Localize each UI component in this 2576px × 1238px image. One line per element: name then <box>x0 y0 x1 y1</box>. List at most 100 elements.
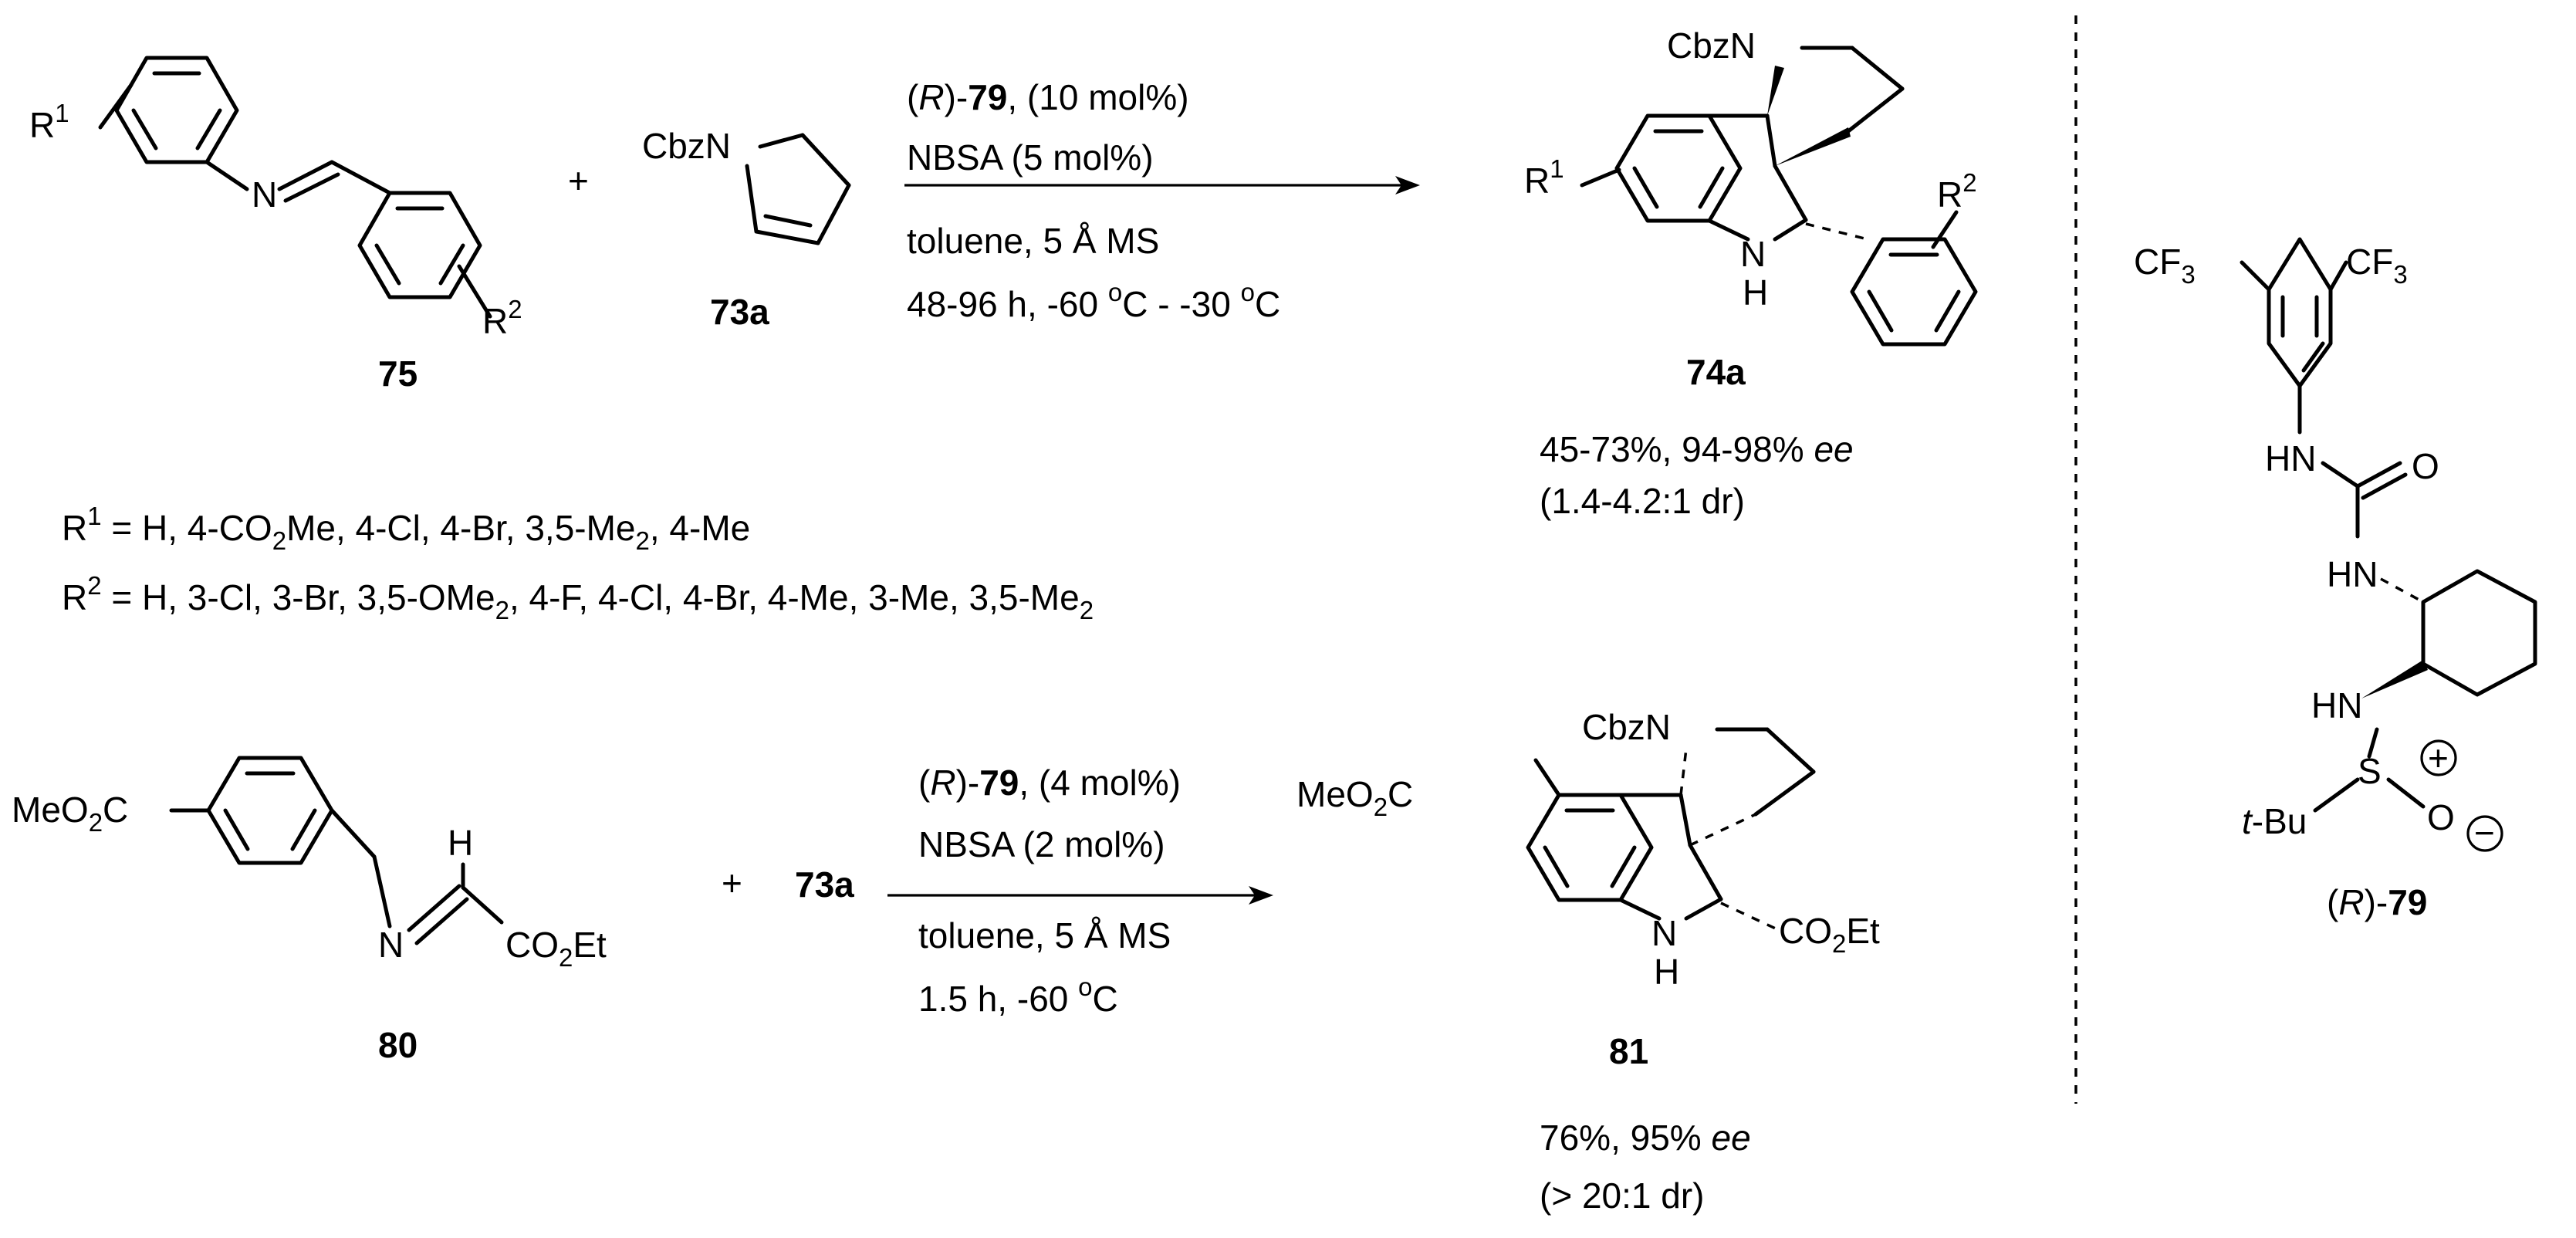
p2-c4-c3a <box>1688 843 1723 901</box>
substrate-80: MeO2C N H CO2Et 80 <box>12 756 607 1065</box>
enamine-ref-73a: 73a <box>795 864 854 905</box>
s80-c-n <box>330 808 377 859</box>
r2-label: R2 <box>482 295 522 341</box>
cat-o-carbonyl: O <box>2412 446 2439 486</box>
p2-nh-h: H <box>1654 952 1679 992</box>
scope-r2: R2 = H, 3-Cl, 3-Br, 3,5-OMe2, 4-F, 4-Cl,… <box>62 571 1094 624</box>
scope-r1: R1 = H, 4-CO2Me, 4-Cl, 4-Br, 3,5-Me2, 4-… <box>62 502 750 555</box>
p2-aryl-double-3 <box>1543 845 1570 888</box>
p1-aryl-double-2 <box>1698 166 1725 209</box>
p1-r1-bond <box>1580 167 1621 188</box>
cond2-acid: NBSA (2 mol%) <box>918 824 1165 864</box>
p2-ester-right: CO2Et <box>1779 911 1880 958</box>
enamine-cbzn: CbzN <box>642 126 731 166</box>
p2-ester-bond <box>1533 758 1561 797</box>
cat-o: O <box>2427 797 2455 837</box>
cat-co-double-a <box>2355 461 2402 489</box>
product1-cbzn: CbzN <box>1667 25 1756 66</box>
cat-cf3-right: CF3 <box>2346 242 2408 289</box>
cat-cf3-left: CF3 <box>2134 242 2196 289</box>
cond2-catalyst: (R)-79, (4 mol%) <box>918 763 1181 803</box>
p1-nh-c4 <box>1773 218 1808 242</box>
plus-sign-1: + <box>568 161 589 201</box>
p1-aryl-double-3 <box>1632 166 1659 209</box>
enamine-c3-c4 <box>816 183 851 245</box>
conditions-1: (R)-79, (10 mol%) NBSA (5 mol%) toluene,… <box>904 77 1420 324</box>
p1-phenyl-ring <box>1850 237 1978 347</box>
p2-aryl-double-2 <box>1610 845 1637 888</box>
p1-c-nh <box>1707 218 1750 242</box>
substrate-75: R1 N R2 75 <box>29 56 522 394</box>
compound-label-73a: 73a <box>710 292 769 332</box>
cat-hn-middle: HN <box>2327 554 2378 594</box>
r1-bond <box>98 83 134 130</box>
p1-r1-label: R1 <box>1524 154 1564 201</box>
r2-bond <box>457 264 492 319</box>
p1-phenyl-double-2 <box>1934 289 1961 333</box>
compound-label-74a: 74a <box>1686 352 1746 392</box>
cat-hn-upper: HN <box>2265 438 2316 479</box>
aniline-ring-double-3 <box>131 108 158 151</box>
benzylidene-ring <box>357 191 482 299</box>
r1-label: R1 <box>29 99 69 145</box>
cat-cf3-right-bond <box>2328 260 2348 292</box>
s80-imine-double-a <box>407 884 461 932</box>
imine-n: N <box>252 174 277 215</box>
p2-hash-c4-ester <box>1720 901 1780 932</box>
p2-hash-c3a <box>1689 813 1756 847</box>
p1-r2-bond <box>1931 210 1959 249</box>
enamine-c4-c5 <box>800 133 851 188</box>
cat-nh-co <box>2321 461 2360 489</box>
cat-cf3-left-bond <box>2240 260 2271 292</box>
p2-c9b-c3a <box>1678 793 1692 847</box>
cat-wedge-nh <box>2361 660 2428 698</box>
cat-aryl-ring <box>2267 237 2333 388</box>
p2-ch2-ch2 <box>1765 727 1816 774</box>
cat-label: (R)-79 <box>2327 882 2427 922</box>
ch-ph-bond <box>330 160 392 195</box>
s80-ring <box>206 756 334 865</box>
compound-label-75: 75 <box>378 353 418 394</box>
enamine-c2-c3-double-a <box>754 229 820 245</box>
cat-o-charge-ring <box>2466 815 2503 852</box>
cond2-temp: 1.5 h, -60 oC <box>918 972 1118 1019</box>
cat-s: S <box>2358 751 2382 791</box>
p1-hashed-c4-ph <box>1805 222 1868 241</box>
cond1-solvent: toluene, 5 Å MS <box>907 221 1159 261</box>
cond2-solvent: toluene, 5 Å MS <box>918 915 1171 956</box>
cat-s-o <box>2386 777 2426 809</box>
p1-ch2-c3a <box>1846 86 1905 134</box>
p1-dr: (1.4-4.2:1 dr) <box>1540 481 1745 521</box>
s80-n-link <box>372 854 392 928</box>
s80-imine-double-b <box>414 897 469 945</box>
enamine-c5-n <box>758 133 805 149</box>
p1-nh-n: N <box>1740 234 1766 274</box>
conditions-2: (R)-79, (4 mol%) NBSA (2 mol%) toluene, … <box>887 763 1273 1019</box>
cat-cyclohexane <box>2421 569 2537 697</box>
p1-wedge-c3a <box>1775 127 1851 166</box>
product-81: CbzN MeO2C N H CO2Et 81 76%, 95% ee (> 2… <box>1296 707 1880 1216</box>
catalyst-79: CF3 CF3 HN O HN HN S + O − t-Bu (R)-79 <box>2134 237 2537 922</box>
p2-hash-c9b <box>1679 748 1688 796</box>
p2-ch2-c3a <box>1753 770 1816 817</box>
p1-r2-label: R2 <box>1937 168 1977 215</box>
imine-double-a <box>277 160 334 191</box>
cat-s-tbu <box>2313 777 2360 813</box>
p1-yield: 45-73%, 94-98% ee <box>1540 429 1854 469</box>
cat-hash-nh-cy <box>2380 577 2424 604</box>
compound-label-81: 81 <box>1609 1031 1648 1071</box>
cat-o-charge: − <box>2474 813 2495 853</box>
s80-ester-left: MeO2C <box>12 790 128 837</box>
cat-aryl-double-3 <box>2301 341 2325 373</box>
compound-label-80: 80 <box>378 1025 418 1065</box>
cat-hn-lower: HN <box>2311 685 2362 726</box>
product-74a: CbzN N H R1 R2 74a 45-73%, 94-98% ee (1.… <box>1524 25 1978 521</box>
p2-nh-n: N <box>1651 913 1677 953</box>
benzylidene-double-2 <box>438 243 465 286</box>
p2-nh-c4 <box>1684 897 1723 921</box>
cat-s-charge-ring <box>2420 739 2457 776</box>
p1-ch2-ch2 <box>1850 46 1905 91</box>
p2-c-nh <box>1618 898 1662 921</box>
p1-phenyl-double-3 <box>1867 289 1894 333</box>
